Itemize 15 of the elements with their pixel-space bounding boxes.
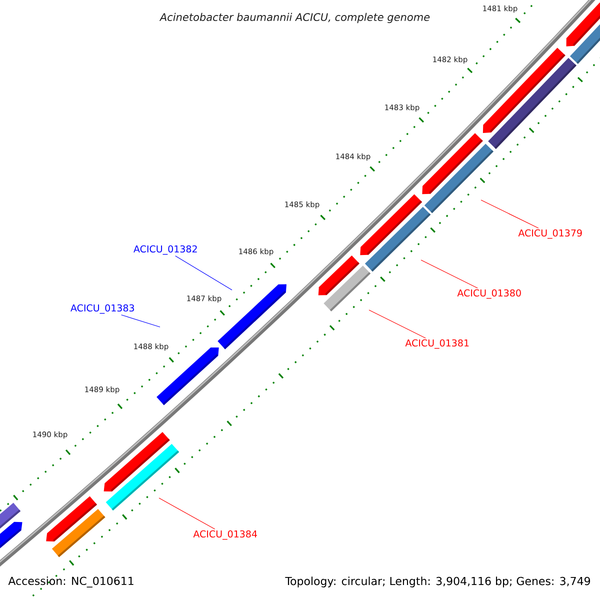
footer-text: Topology: circular; Length: 3,904,116 bp; Genes: 3,749	[285, 576, 590, 588]
leader-line	[120, 314, 160, 328]
gene-label: ACICU_01380	[457, 289, 521, 299]
leader-line	[368, 310, 426, 338]
title: Acinetobacter baumannii ACICU, complete genome	[159, 12, 430, 24]
leader-line	[175, 256, 232, 290]
gene-label: ACICU_01379	[518, 229, 582, 239]
leader-line	[420, 260, 478, 288]
gene-label: ACICU_01381	[405, 339, 469, 349]
gene-label: ACICU_01383	[70, 304, 134, 314]
leader-line	[158, 498, 216, 530]
leader-line	[480, 200, 539, 228]
gene-label: ACICU_01382	[134, 245, 197, 255]
gene-label: ACICU_01384	[193, 530, 257, 540]
footer-text: Accession: NC_010611	[8, 576, 134, 588]
